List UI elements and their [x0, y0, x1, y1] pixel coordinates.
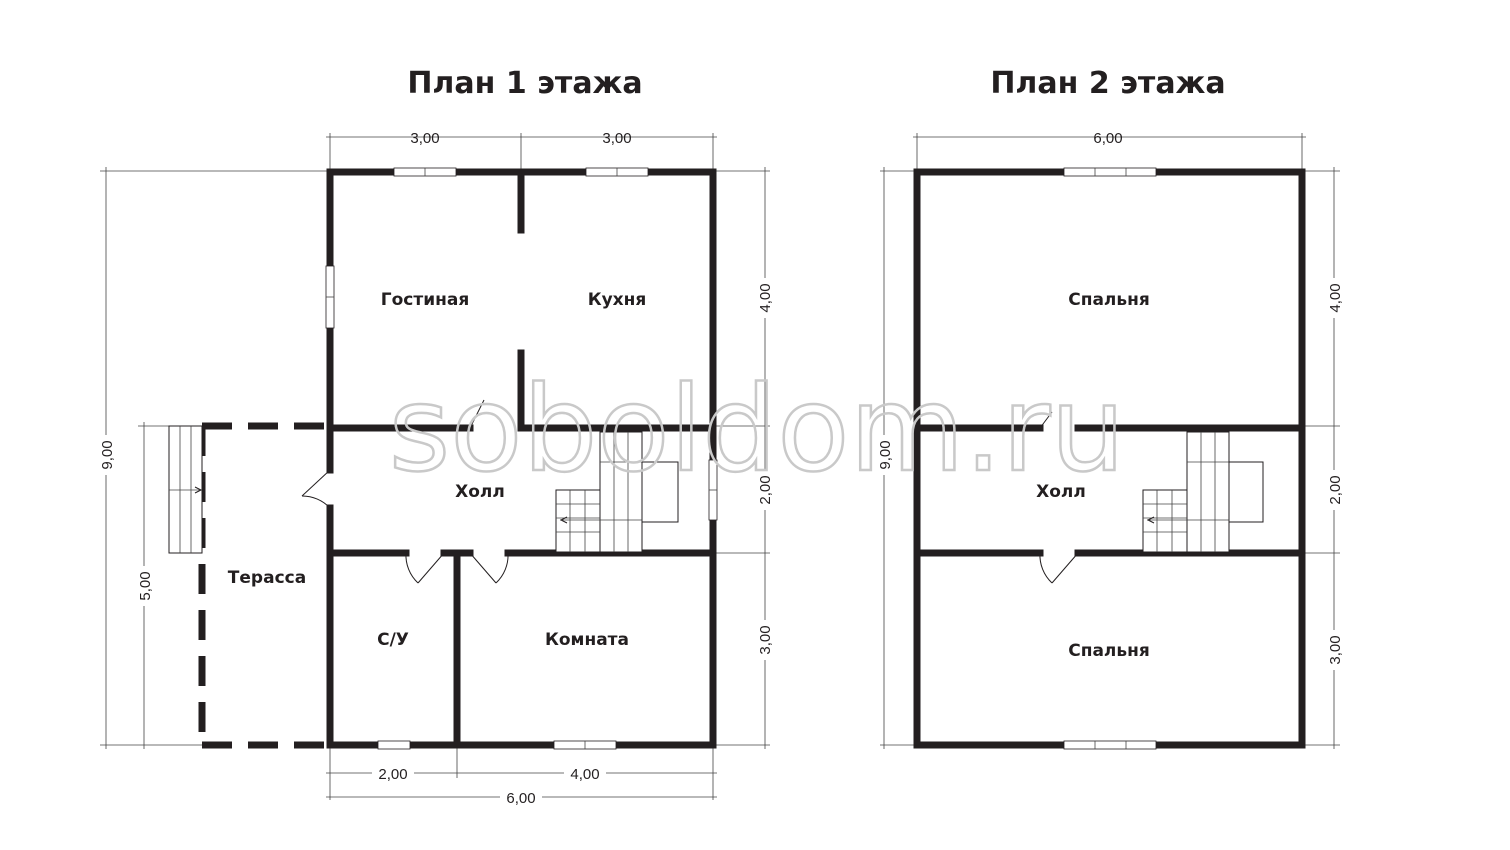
plan1-dim-left-total: 9,00: [99, 440, 116, 469]
plan2-drawing: 6,00 4,00 2,00 3,00 9,00: [874, 130, 1344, 750]
plan1-dim-right-mid: 2,00: [757, 475, 774, 504]
plan1-dim-left-terrace: 5,00: [137, 571, 154, 600]
plan2-dim-right: 4,00 2,00 3,00: [1302, 167, 1344, 749]
plan1-doors: [301, 399, 509, 584]
plan1-terrace: [168, 422, 330, 749]
plan1-room-living: Гостиная: [381, 290, 470, 310]
plan1-dim-top-right: 3,00: [602, 130, 631, 147]
plan1-dim-left: 9,00 5,00: [96, 167, 330, 749]
plan2-room-bedroom-top: Спальня: [1068, 290, 1150, 310]
plan1-room-room: Комната: [545, 630, 629, 650]
plan1-room-bathroom: С/У: [377, 630, 409, 650]
plan1-staircase: [555, 431, 679, 553]
plan2-room-hall: Холл: [1036, 482, 1086, 502]
plan1-dim-top: 3,00 3,00: [326, 130, 717, 172]
plan1-dim-right-top: 4,00: [757, 283, 774, 312]
plan1-room-hall: Холл: [455, 482, 505, 502]
plan1-dim-right: 4,00 2,00 3,00: [713, 167, 775, 749]
plan2-windows: [1063, 167, 1157, 750]
plan2-dim-top-total: 6,00: [1093, 130, 1122, 147]
plan1-room-kitchen: Кухня: [588, 290, 647, 310]
plan2-room-bedroom-bottom: Спальня: [1068, 641, 1150, 661]
plan1-dim-bottom: 2,00 4,00 6,00: [326, 745, 717, 807]
plan2-title: План 2 этажа: [990, 66, 1225, 101]
plan2-walls: [913, 168, 1306, 749]
plan2-staircase: [1142, 431, 1264, 553]
plan2-dim-top: 6,00: [913, 130, 1306, 172]
plan1-dim-bottom-right: 4,00: [570, 766, 599, 783]
watermark-text: soboldom.ru: [389, 360, 1125, 498]
plan1-dim-bottom-left: 2,00: [378, 766, 407, 783]
plan2-dim-right-mid: 2,00: [1327, 475, 1344, 504]
plan2-doors: [1039, 411, 1079, 584]
plan1-walls: [326, 168, 717, 749]
plan2-dim-left-total: 9,00: [877, 440, 894, 469]
plan1-dim-bottom-total: 6,00: [506, 790, 535, 807]
plan1-title: План 1 этажа: [407, 66, 642, 101]
plan1-room-terrace: Терасса: [228, 568, 306, 588]
plan1-windows: [325, 167, 718, 750]
plan2-dim-right-top: 4,00: [1327, 283, 1344, 312]
plan1-drawing: 3,00 3,00 4,00 2,00 3,00 9,00: [96, 130, 775, 807]
plan2-dim-left: 9,00: [874, 167, 917, 749]
plan2-dim-right-bottom: 3,00: [1327, 635, 1344, 664]
plan1-dim-right-bottom: 3,00: [757, 625, 774, 654]
plan1-dim-top-left: 3,00: [410, 130, 439, 147]
